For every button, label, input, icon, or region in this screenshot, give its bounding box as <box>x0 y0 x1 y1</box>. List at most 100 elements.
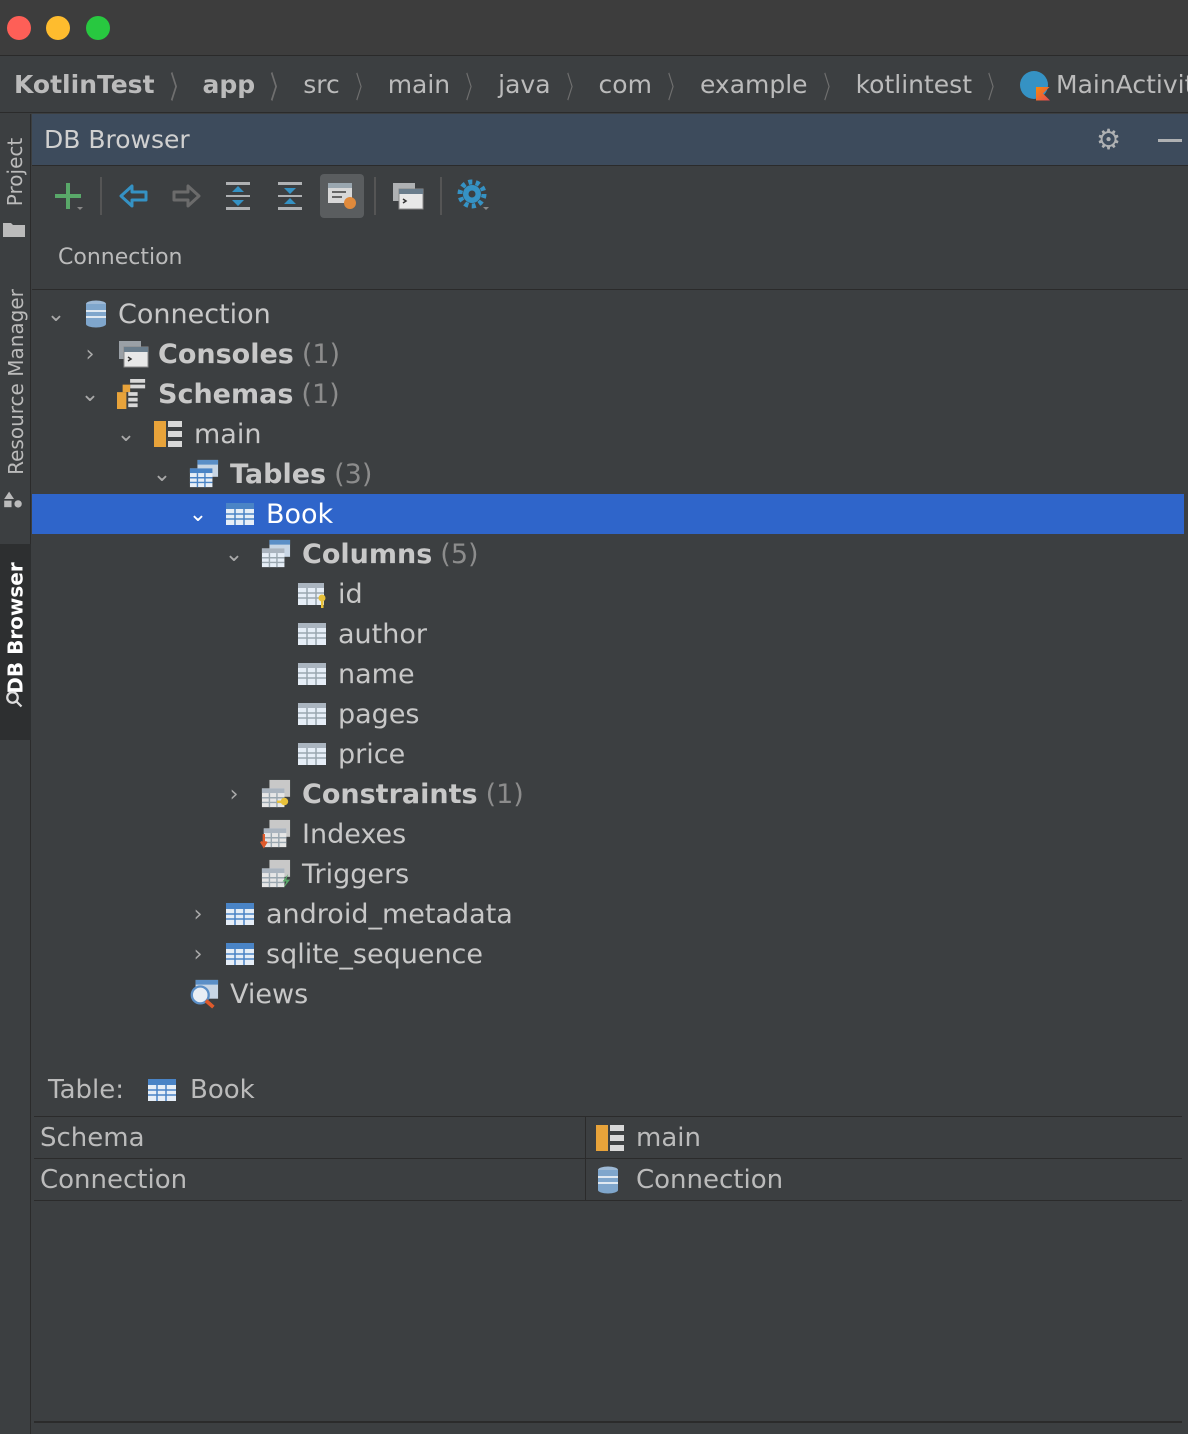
column-icon <box>298 623 326 645</box>
settings-icon[interactable] <box>452 174 496 218</box>
table-icon <box>226 903 254 925</box>
toolbar-separator <box>440 177 442 215</box>
tree-node-consoles[interactable]: › Consoles(1) <box>32 334 1184 374</box>
kotlin-class-icon <box>1020 70 1048 99</box>
property-key: Connection <box>34 1159 586 1200</box>
zoom-window-button[interactable] <box>86 16 110 40</box>
table-icon <box>226 503 254 525</box>
chevron-right-icon[interactable]: › <box>193 941 203 967</box>
chevron-right-icon[interactable]: › <box>85 341 95 367</box>
tree-node-constraints[interactable]: › Constraints(1) <box>32 774 1184 814</box>
db-toolbar <box>32 166 1188 226</box>
property-key: Schema <box>34 1117 586 1158</box>
minimize-window-button[interactable] <box>46 16 70 40</box>
tree-node-connection[interactable]: ⌄ Connection <box>46 298 271 330</box>
hide-panel-icon[interactable] <box>1158 139 1182 142</box>
resource-manager-icon <box>4 491 22 508</box>
breadcrumb-item-module[interactable]: app〉 <box>203 63 304 107</box>
consoles-icon <box>119 341 149 368</box>
gear-icon[interactable]: ⚙ <box>1096 123 1122 156</box>
tree-node-column-name[interactable]: name <box>32 654 1184 694</box>
window-title-bar <box>0 0 1188 56</box>
properties-table: Schema main Connection Connection <box>34 1116 1182 1201</box>
add-icon[interactable] <box>46 174 90 218</box>
chevron-right-icon: 〉 <box>667 70 683 106</box>
table-icon <box>148 1079 176 1101</box>
folder-icon <box>3 223 25 237</box>
breadcrumb-item-main[interactable]: main〉 <box>388 63 498 107</box>
tab-project[interactable]: Project <box>3 137 28 207</box>
chevron-right-icon: 〉 <box>270 70 286 106</box>
table-row[interactable]: Connection Connection <box>34 1159 1182 1201</box>
tree-node-schemas[interactable]: ⌄ Schemas(1) <box>80 378 340 410</box>
chevron-right-icon: 〉 <box>465 70 481 106</box>
schema-icon <box>154 421 182 447</box>
database-connection-icon <box>598 1166 618 1193</box>
property-value: main <box>586 1117 1182 1158</box>
table-icon <box>226 943 254 965</box>
chevron-right-icon: 〉 <box>355 70 371 106</box>
console-icon[interactable] <box>386 174 430 218</box>
breadcrumb-item-example[interactable]: example〉 <box>700 63 856 107</box>
table-row[interactable]: Schema main <box>34 1117 1182 1159</box>
chevron-right-icon: 〉 <box>823 70 839 106</box>
expand-all-icon[interactable] <box>216 174 260 218</box>
filter-objects-icon[interactable] <box>320 174 364 218</box>
toolbar-separator <box>374 177 376 215</box>
column-icon <box>298 663 326 685</box>
chevron-right-icon: 〉 <box>987 70 1003 106</box>
properties-title: Table: Book <box>48 1075 255 1105</box>
chevron-down-icon[interactable]: ⌄ <box>188 501 208 527</box>
triggers-icon <box>261 859 291 889</box>
indexes-icon <box>260 819 291 849</box>
views-icon <box>190 979 219 1009</box>
close-window-button[interactable] <box>7 16 31 40</box>
breadcrumb-item-com[interactable]: com〉 <box>599 63 700 107</box>
tree-node-views[interactable]: Views <box>32 974 1184 1014</box>
tree-node-schema-main[interactable]: ⌄ main <box>116 418 262 450</box>
chevron-right-icon: 〉 <box>170 70 186 106</box>
tree-node-column-id[interactable]: id <box>32 574 1184 614</box>
chevron-down-icon[interactable]: ⌄ <box>46 301 66 327</box>
back-icon[interactable] <box>112 174 156 218</box>
tree-node-columns[interactable]: ⌄ Columns(5) <box>224 538 479 570</box>
breadcrumb-item-java[interactable]: java〉 <box>498 63 598 107</box>
column-icon <box>298 703 326 725</box>
collapse-all-icon[interactable] <box>268 174 312 218</box>
chevron-down-icon[interactable]: ⌄ <box>116 421 136 447</box>
breadcrumb-item-project[interactable]: KotlinTest〉 <box>14 63 203 107</box>
db-search-icon <box>6 691 23 708</box>
panel-title: DB Browser <box>44 125 190 154</box>
chevron-down-icon[interactable]: ⌄ <box>80 381 100 407</box>
tree-node-tables[interactable]: ⌄ Tables(3) <box>152 458 373 490</box>
breadcrumb-item-mainactivity[interactable]: MainActivity <box>1020 70 1188 99</box>
tables-icon <box>189 459 219 488</box>
tree-node-table-sqlite-sequence[interactable]: › sqlite_sequence <box>32 934 1184 974</box>
tree-node-table-book[interactable]: ⌄ Book <box>32 494 1184 534</box>
breadcrumb-item-kotlintest[interactable]: kotlintest〉 <box>856 63 1020 107</box>
tree-node-column-pages[interactable]: pages <box>32 694 1184 734</box>
tab-db-browser[interactable]: DB Browser <box>0 544 31 740</box>
forward-icon[interactable] <box>164 174 208 218</box>
breadcrumb-item-src[interactable]: src〉 <box>303 63 388 107</box>
schemas-icon <box>117 379 146 409</box>
tree-node-table-android-metadata[interactable]: › android_metadata <box>32 894 1184 934</box>
chevron-right-icon[interactable]: › <box>229 781 239 807</box>
object-properties: Table: Book Schema main Connection Conne… <box>32 1064 1188 1201</box>
left-tool-window-strip: Project Resource Manager DB Browser <box>0 114 31 1434</box>
property-value: Connection <box>586 1159 1182 1200</box>
tree-node-triggers[interactable]: Triggers <box>32 854 1184 894</box>
database-connection-icon <box>86 300 106 328</box>
chevron-down-icon[interactable]: ⌄ <box>152 461 172 487</box>
db-object-tree: ⌄ Connection › Consoles(1) ⌄ Schemas(1) … <box>32 290 1188 1080</box>
chevron-down-icon[interactable]: ⌄ <box>224 541 244 567</box>
tab-resource-manager[interactable]: Resource Manager <box>3 289 28 475</box>
column-icon <box>298 743 326 765</box>
chevron-right-icon[interactable]: › <box>193 901 203 927</box>
schema-icon <box>596 1124 624 1151</box>
connection-selector[interactable]: Connection <box>32 226 1188 290</box>
tree-node-column-price[interactable]: price <box>32 734 1184 774</box>
tree-node-indexes[interactable]: Indexes <box>32 814 1184 854</box>
tree-node-column-author[interactable]: author <box>32 614 1184 654</box>
breadcrumb: KotlinTest〉 app〉 src〉 main〉 java〉 com〉 e… <box>0 57 1188 113</box>
